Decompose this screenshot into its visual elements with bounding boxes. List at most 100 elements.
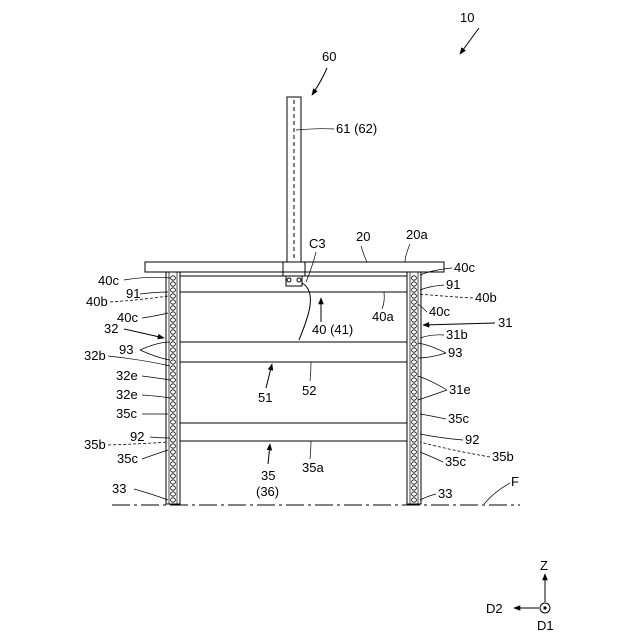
label-52: 52 bbox=[302, 383, 316, 398]
left-leg-bead bbox=[171, 378, 176, 382]
left-leg-bead bbox=[171, 390, 176, 394]
right-leg-bead bbox=[412, 288, 417, 292]
right-leg-bead bbox=[412, 402, 417, 406]
label-35b-right: 35b bbox=[492, 449, 514, 464]
label-61-62: 61 (62) bbox=[336, 121, 377, 136]
right-leg-bead bbox=[412, 462, 417, 466]
label-51: 51 bbox=[258, 390, 272, 405]
left-leg-bead bbox=[171, 366, 176, 370]
right-leg-bead bbox=[412, 456, 417, 460]
right-leg-bead bbox=[412, 420, 417, 424]
label-40c-mid-right: 40c bbox=[429, 304, 450, 319]
left-leg-bead bbox=[171, 492, 176, 496]
left-leg-bead bbox=[171, 468, 176, 472]
right-leg-bead bbox=[412, 360, 417, 364]
right-leg-bead bbox=[412, 480, 417, 484]
right-leg-bead bbox=[412, 336, 417, 340]
left-leg-bead bbox=[171, 486, 176, 490]
right-leg-bead bbox=[412, 294, 417, 298]
label-40a: 40a bbox=[372, 309, 394, 324]
label-92-left: 92 bbox=[130, 429, 144, 444]
label-33-right: 33 bbox=[438, 486, 452, 501]
left-leg-bead bbox=[171, 348, 176, 352]
label-20: 20 bbox=[356, 229, 370, 244]
label-40-41: 40 (41) bbox=[312, 322, 353, 337]
right-leg-bead bbox=[412, 432, 417, 436]
left-leg-bead bbox=[171, 414, 176, 418]
label-40c-top-left: 40c bbox=[98, 273, 119, 288]
right-leg bbox=[407, 272, 421, 504]
left-leg-bead bbox=[171, 480, 176, 484]
axis-z-label: Z bbox=[540, 558, 548, 573]
left-leg-bead bbox=[171, 330, 176, 334]
axis-indicator: Z D2 D1 bbox=[486, 558, 554, 633]
right-leg-bead bbox=[412, 396, 417, 400]
left-leg-bead bbox=[171, 438, 176, 442]
label-91-left: 91 bbox=[126, 286, 140, 301]
label-31b: 31b bbox=[446, 327, 468, 342]
table-top-plate bbox=[145, 262, 444, 272]
label-36: (36) bbox=[256, 484, 279, 499]
right-leg-bead bbox=[412, 330, 417, 334]
right-leg-bead bbox=[412, 414, 417, 418]
leader-lines bbox=[108, 28, 510, 504]
label-32b: 32b bbox=[84, 348, 106, 363]
label-20a: 20a bbox=[406, 227, 428, 242]
left-leg-bead bbox=[171, 288, 176, 292]
left-leg-bead bbox=[171, 474, 176, 478]
right-leg-bead bbox=[412, 306, 417, 310]
left-leg-bead bbox=[171, 372, 176, 376]
right-leg-bead bbox=[412, 426, 417, 430]
left-leg-bead bbox=[171, 294, 176, 298]
right-leg-bead bbox=[412, 474, 417, 478]
label-92-right: 92 bbox=[465, 432, 479, 447]
pole-60 bbox=[283, 97, 310, 340]
left-leg-bead bbox=[171, 300, 176, 304]
beam-52 bbox=[180, 342, 407, 362]
label-35: 35 bbox=[261, 468, 275, 483]
left-leg-bead bbox=[171, 336, 176, 340]
left-leg-bead bbox=[171, 456, 176, 460]
left-leg-bead bbox=[171, 276, 176, 280]
axis-d2-label: D2 bbox=[486, 601, 503, 616]
left-leg-bead bbox=[171, 444, 176, 448]
label-40b-left: 40b bbox=[86, 294, 108, 309]
label-93-right: 93 bbox=[448, 345, 462, 360]
label-35c-left-2: 35c bbox=[117, 451, 138, 466]
right-leg-bead bbox=[412, 312, 417, 316]
label-35b-left: 35b bbox=[84, 437, 106, 452]
label-F: F bbox=[511, 474, 519, 489]
label-32e-1: 32e bbox=[116, 368, 138, 383]
left-leg-bead bbox=[171, 402, 176, 406]
right-leg-bead bbox=[412, 468, 417, 472]
label-33-left: 33 bbox=[112, 481, 126, 496]
left-leg bbox=[166, 272, 180, 504]
left-leg-bead bbox=[171, 354, 176, 358]
left-leg-bead bbox=[171, 462, 176, 466]
beam-35a bbox=[180, 423, 407, 441]
left-leg-bead bbox=[171, 498, 176, 502]
right-leg-bead bbox=[412, 366, 417, 370]
label-32e-2: 32e bbox=[116, 387, 138, 402]
label-31: 31 bbox=[498, 315, 512, 330]
label-60: 60 bbox=[322, 49, 336, 64]
right-leg-bead bbox=[412, 378, 417, 382]
right-leg-bead bbox=[412, 342, 417, 346]
beam-40 bbox=[180, 276, 407, 292]
right-leg-bead bbox=[412, 318, 417, 322]
label-40c-mid-left: 40c bbox=[117, 310, 138, 325]
right-leg-bead bbox=[412, 300, 417, 304]
left-leg-bead bbox=[171, 450, 176, 454]
left-leg-bead bbox=[171, 396, 176, 400]
label-40b-right: 40b bbox=[475, 290, 497, 305]
left-leg-bead bbox=[171, 384, 176, 388]
right-leg-bead bbox=[412, 438, 417, 442]
right-leg-bead bbox=[412, 492, 417, 496]
left-leg-bead bbox=[171, 342, 176, 346]
label-93-left: 93 bbox=[119, 342, 133, 357]
label-32: 32 bbox=[104, 321, 118, 336]
right-leg-bead bbox=[412, 444, 417, 448]
right-leg-bead bbox=[412, 390, 417, 394]
left-leg-bead bbox=[171, 426, 176, 430]
